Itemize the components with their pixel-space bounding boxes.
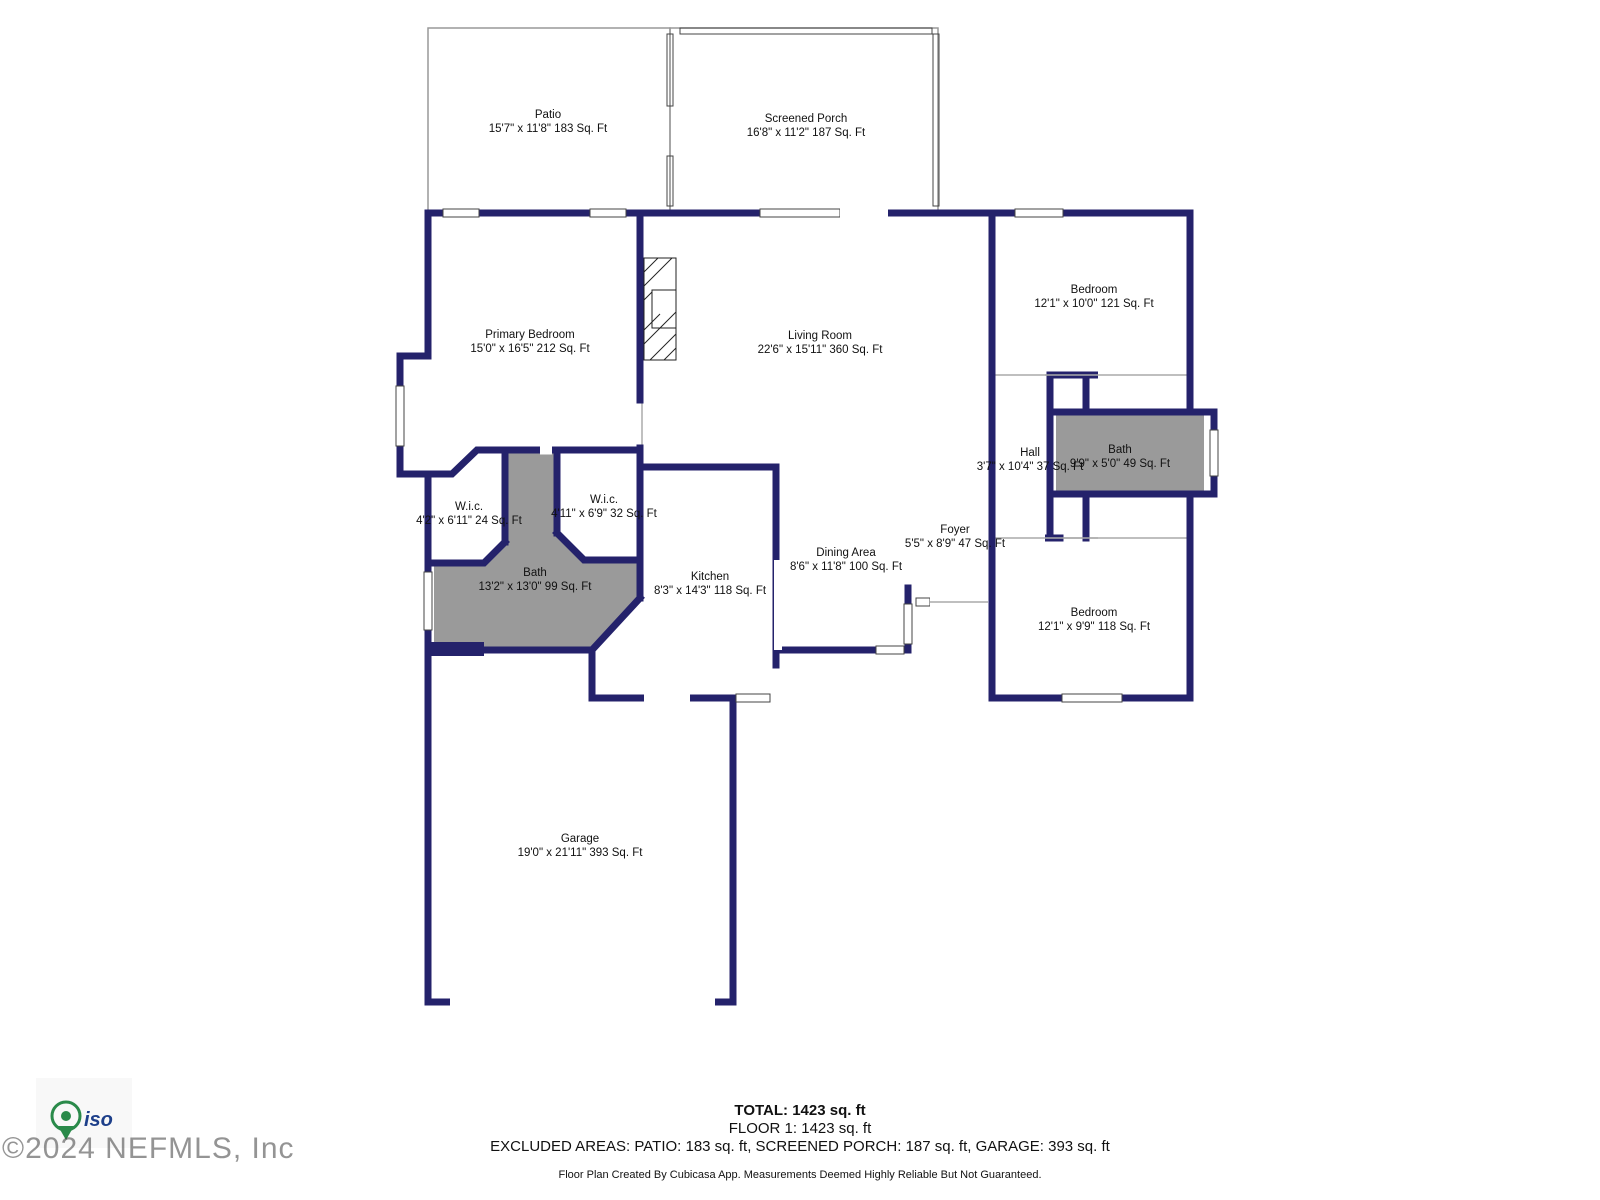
room-dims: 19'0" x 21'11" 393 Sq. Ft <box>517 847 643 859</box>
porch-screens <box>666 27 940 207</box>
hall-bath-fill <box>1056 414 1204 492</box>
room-dims: 3'7" x 10'4" 37 Sq. Ft <box>976 461 1084 473</box>
logo-text: iso <box>84 1109 113 1131</box>
room-wic-1: W.i.c. 4'2" x 6'11" 24 Sq. Ft <box>416 500 522 528</box>
room-dims: 8'6" x 11'8" 100 Sq. Ft <box>789 561 903 573</box>
room-name: Primary Bedroom <box>485 329 575 341</box>
room-name: Kitchen <box>690 571 730 583</box>
room-dims: 12'1" x 9'9" 118 Sq. Ft <box>1037 621 1151 633</box>
openings <box>395 207 1219 1006</box>
room-kitchen: Kitchen 8'3" x 14'3" 118 Sq. Ft <box>654 570 766 598</box>
disclaimer: Floor Plan Created By Cubicasa App. Meas… <box>558 1169 1042 1181</box>
thin-door-lines <box>930 374 1186 603</box>
room-dims: 15'0" x 16'5" 212 Sq. Ft <box>470 343 590 355</box>
room-primary-bedroom: Primary Bedroom 15'0" x 16'5" 212 Sq. Ft <box>470 328 589 356</box>
total-value: 1423 sq. ft <box>792 1102 866 1119</box>
room-name: Screened Porch <box>764 113 848 125</box>
copyright-watermark: ©2024 NEFMLS, Inc <box>2 1132 295 1165</box>
room-dims: 13'2" x 13'0" 99 Sq. Ft <box>478 581 592 593</box>
room-screened-porch: Screened Porch 16'8" x 11'2" 187 Sq. Ft <box>747 112 865 140</box>
room-name: Bath <box>523 567 547 579</box>
primary-bath-fill <box>434 451 640 650</box>
room-name: W.i.c. <box>454 501 484 513</box>
room-dims: 4'2" x 6'11" 24 Sq. Ft <box>416 515 522 527</box>
room-dims: 16'8" x 11'2" 187 Sq. Ft <box>746 127 866 139</box>
room-dims: 8'3" x 14'3" 118 Sq. Ft <box>653 585 767 597</box>
room-hall: Hall 3'7" x 10'4" 37 Sq. Ft <box>977 446 1084 474</box>
room-bedroom-2: Bedroom 12'1" x 9'9" 118 Sq. Ft <box>1038 606 1150 634</box>
room-bath-primary: Bath 13'2" x 13'0" 99 Sq. Ft <box>479 566 592 594</box>
room-bath-hall: Bath 9'9" x 5'0" 49 Sq. Ft <box>1070 443 1170 471</box>
room-dims: 9'9" x 5'0" 49 Sq. Ft <box>1069 458 1171 470</box>
room-foyer: Foyer 5'5" x 8'9" 47 Sq. Ft <box>905 523 1005 551</box>
room-name: Patio <box>534 109 562 121</box>
wall-block <box>428 642 484 656</box>
excluded-areas: EXCLUDED AREAS: PATIO: 183 sq. ft, SCREE… <box>490 1138 1110 1155</box>
room-dims: 5'5" x 8'9" 47 Sq. Ft <box>904 538 1006 550</box>
fireplace <box>643 257 677 361</box>
room-bedroom-1: Bedroom 12'1" x 10'0" 121 Sq. Ft <box>1034 283 1153 311</box>
room-name: Bedroom <box>1070 284 1118 296</box>
total-label: TOTAL: <box>734 1102 789 1119</box>
room-wic-2: W.i.c. 4'11" x 6'9" 32 Sq. Ft <box>551 493 657 521</box>
room-dims: 12'1" x 10'0" 121 Sq. Ft <box>1034 298 1154 310</box>
room-dims: 15'7" x 11'8" 183 Sq. Ft <box>488 123 608 135</box>
room-dining-area: Dining Area 8'6" x 11'8" 100 Sq. Ft <box>790 546 902 574</box>
room-name: W.i.c. <box>589 494 619 506</box>
room-name: Foyer <box>940 524 970 536</box>
floor-area: FLOOR 1: 1423 sq. ft <box>728 1120 872 1137</box>
room-name: Hall <box>1020 447 1040 459</box>
room-dims: 4'11" x 6'9" 32 Sq. Ft <box>551 508 657 520</box>
room-dims: 22'6" x 15'11" 360 Sq. Ft <box>757 344 883 356</box>
total-area: TOTAL: 1423 sq. ft <box>0 1102 1600 1120</box>
room-garage: Garage 19'0" x 21'11" 393 Sq. Ft <box>518 832 643 860</box>
room-name: Garage <box>560 833 600 845</box>
room-patio: Patio 15'7" x 11'8" 183 Sq. Ft <box>489 108 607 136</box>
room-living-room: Living Room 22'6" x 15'11" 360 Sq. Ft <box>758 329 883 357</box>
room-name: Bedroom <box>1070 607 1118 619</box>
room-name: Living Room <box>788 330 852 342</box>
room-name: Bath <box>1108 444 1132 456</box>
room-name: Dining Area <box>816 547 876 559</box>
iso-logo: iso <box>36 1078 132 1148</box>
